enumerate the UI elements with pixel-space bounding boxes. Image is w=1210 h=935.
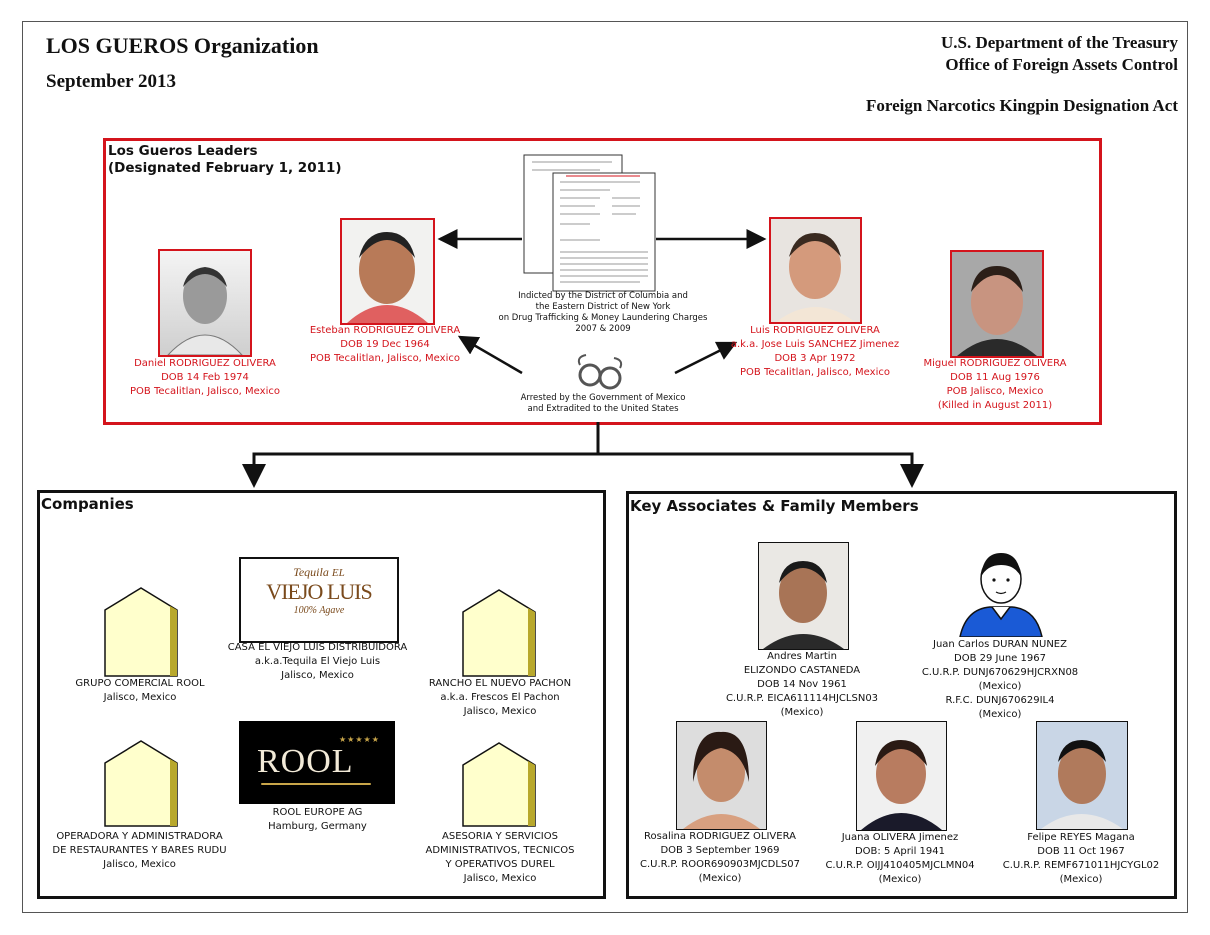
arrow-to-associates bbox=[598, 452, 924, 488]
company-house-icon bbox=[462, 589, 536, 677]
photo-felipe bbox=[1036, 721, 1128, 830]
arrow-arrest-luis bbox=[674, 341, 738, 375]
arrow-to-companies bbox=[242, 422, 600, 488]
photo-juana bbox=[856, 721, 947, 831]
page-date: September 2013 bbox=[46, 71, 176, 92]
associates-title: Key Associates & Family Members bbox=[630, 497, 919, 515]
leaders-box bbox=[103, 138, 1102, 425]
companies-box bbox=[37, 490, 606, 899]
photo-andres bbox=[758, 542, 849, 650]
rool-logo: ROOL ★★★★★ bbox=[239, 721, 395, 804]
page-title: LOS GUEROS Organization bbox=[46, 33, 319, 58]
companies-title: Companies bbox=[41, 495, 134, 513]
associates-box bbox=[626, 491, 1177, 899]
company-house-icon bbox=[104, 740, 178, 827]
photo-luis bbox=[769, 217, 862, 324]
company-house-icon bbox=[104, 587, 178, 677]
indictment-document-icon bbox=[523, 154, 656, 292]
agency-office: Office of Foreign Assets Control bbox=[945, 55, 1178, 74]
arrow-arrest-esteban bbox=[457, 335, 523, 375]
indictment-caption: Indicted by the District of Columbia and… bbox=[498, 291, 708, 334]
person-silhouette-icon bbox=[956, 547, 1046, 637]
handcuffs-icon bbox=[577, 354, 623, 390]
agency-name: U.S. Department of the Treasury bbox=[940, 33, 1178, 52]
arrest-caption: Arrested by the Government of Mexico and… bbox=[520, 393, 686, 414]
leaders-title: Los Gueros Leaders bbox=[108, 143, 258, 159]
act-name: Foreign Narcotics Kingpin Designation Ac… bbox=[866, 96, 1178, 115]
photo-daniel bbox=[158, 249, 252, 357]
photo-esteban bbox=[340, 218, 435, 325]
leaders-subtitle: (Designated February 1, 2011) bbox=[108, 160, 342, 176]
photo-miguel bbox=[950, 250, 1044, 358]
viejo-luis-logo: Tequila EL VIEJO LUIS 100% Agave bbox=[239, 557, 399, 643]
photo-rosalina bbox=[676, 721, 767, 830]
company-house-icon bbox=[462, 742, 536, 827]
page-frame bbox=[22, 21, 1188, 913]
